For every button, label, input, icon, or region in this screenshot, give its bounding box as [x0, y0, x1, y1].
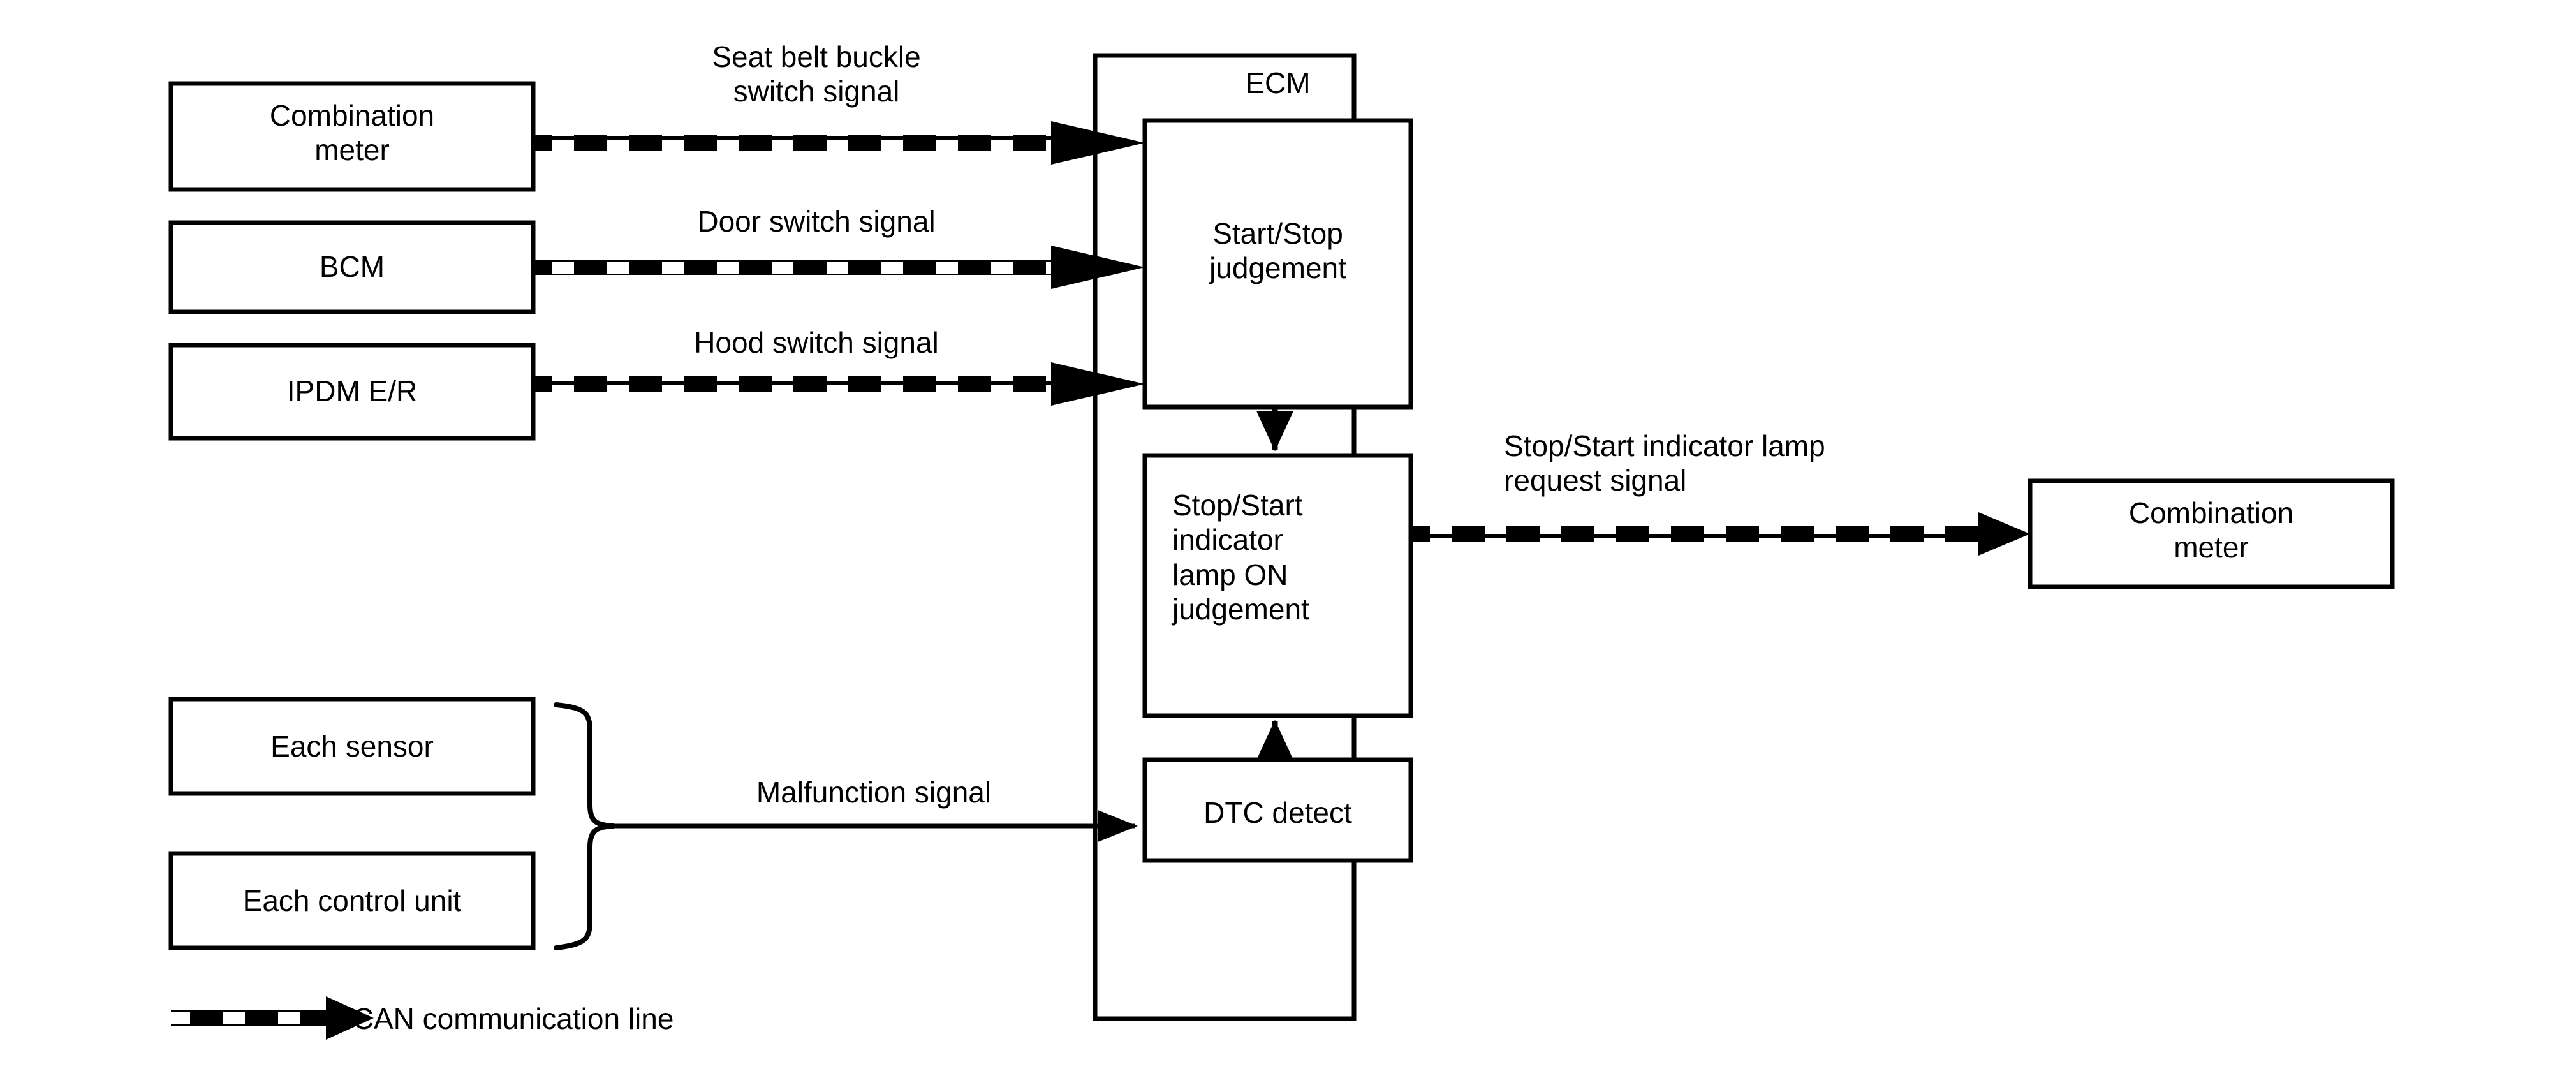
ipdm-er-box[interactable]	[168, 343, 536, 441]
each-control-unit-label: Each control unit	[242, 884, 462, 917]
bcm-label: BCM	[319, 250, 385, 283]
each-sensor-label: Each sensor	[270, 730, 434, 763]
hood-switch-signal-label: Hood switch signal	[694, 326, 939, 359]
can-legend-label: :CAN communication line	[344, 1002, 674, 1035]
dtc-detect-box[interactable]	[1142, 757, 1413, 863]
combination-meter-input-box[interactable]	[168, 81, 536, 192]
bcm-box[interactable]	[168, 220, 536, 314]
malfunction-signal-label: Malfunction signal	[756, 776, 992, 809]
lamp-on-judgement-label: Stop/Start indicator lamp ON judgement	[1172, 489, 1309, 626]
ecm-label: ECM	[1245, 66, 1311, 100]
lamp-on-judgement-box[interactable]	[1142, 453, 1413, 718]
lamp-request-signal-label: Stop/Start indicator lamp request signal	[1504, 429, 1825, 498]
combination-meter-output-label: Combination meter	[2128, 496, 2294, 565]
can-legend-arrow	[171, 996, 374, 1040]
source-group-brace	[554, 702, 615, 950]
can-arrow-lamp-request	[1411, 512, 2030, 556]
can-arrow-seat-belt-buckle	[534, 121, 1145, 165]
each-control-unit-box[interactable]	[168, 851, 536, 950]
combination-meter-input-label: Combination meter	[269, 99, 435, 167]
each-sensor-box[interactable]	[168, 697, 536, 796]
seat-belt-buckle-switch-signal-label: Seat belt buckle switch signal	[712, 40, 921, 108]
door-switch-signal-label: Door switch signal	[697, 205, 936, 238]
start-stop-judgement-label: Start/Stop judgement	[1209, 217, 1346, 285]
ipdm-er-label: IPDM E/R	[286, 374, 418, 408]
can-arrow-door-switch	[534, 246, 1145, 289]
dtc-detect-label: DTC detect	[1203, 796, 1352, 829]
start-stop-judgement-box[interactable]	[1142, 118, 1413, 410]
can-arrow-hood-switch	[534, 362, 1145, 406]
